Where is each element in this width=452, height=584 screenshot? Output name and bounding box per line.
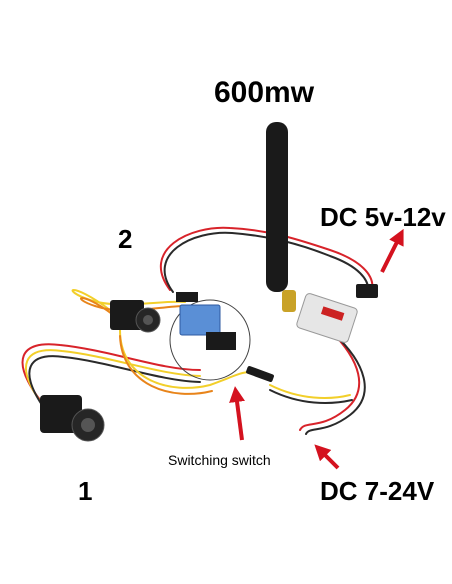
power-label: 600mw xyxy=(214,76,315,109)
dc-low-voltage-label: DC 7-24V xyxy=(320,476,435,506)
switching-switch-label: Switching switch xyxy=(168,452,271,468)
camera-icon xyxy=(110,300,161,333)
antenna-icon xyxy=(266,122,296,312)
transmitter-icon xyxy=(296,293,358,343)
connector-icon xyxy=(246,366,274,382)
arrow-icon xyxy=(229,228,404,470)
switch-board-icon xyxy=(169,292,251,381)
camera-one-label: 1 xyxy=(78,476,93,506)
camera-two-label: 2 xyxy=(118,224,133,254)
wiring-harness xyxy=(21,226,374,435)
dc-high-voltage-label: DC 5v-12v xyxy=(320,202,446,232)
camera-icon xyxy=(40,395,105,442)
connector-icon xyxy=(356,284,378,298)
